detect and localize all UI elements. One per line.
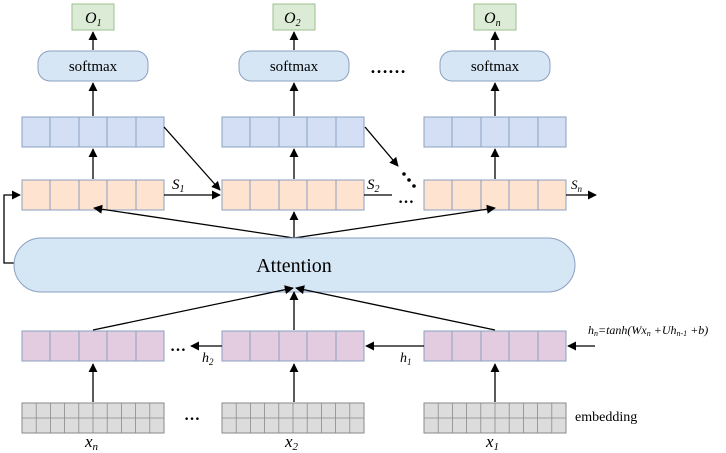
feedback-loop-arrow: [3, 190, 21, 264]
arrow-attention-to-orange-1: [93, 204, 295, 239]
top-ellipsis: ……: [370, 57, 406, 77]
embedding-grid-2: [221, 402, 365, 434]
embedding-ellipsis: …: [184, 407, 200, 424]
blue-row-2: [221, 116, 365, 148]
arrow-blue1-to-orange2: [163, 126, 221, 191]
softmax-label-2: softmax: [270, 59, 319, 75]
state-label-1: S1: [172, 177, 185, 195]
output-label-2: O2: [284, 10, 301, 29]
state-label-n: Sn: [571, 177, 583, 194]
output-box-2: O2: [272, 3, 316, 31]
orange-row-n: [423, 179, 567, 211]
embedding-label: embedding: [575, 410, 637, 425]
purple-row-n: [423, 330, 567, 362]
embedding-grid-1: [21, 402, 165, 434]
diag-dot-3: [412, 184, 416, 188]
output-box-1: O1: [71, 3, 115, 31]
arrow-blue2-diagonal: [364, 126, 399, 167]
blue-row-1: [21, 116, 165, 148]
embedding-grid-n: [423, 402, 567, 434]
state-label-2: S2: [367, 177, 380, 195]
hidden-label-1: h1: [400, 351, 412, 367]
hidden-ellipsis: …: [170, 338, 186, 355]
diag-dot-1: [402, 172, 406, 176]
output-label-1: O1: [85, 10, 102, 29]
attention-label: Attention: [256, 255, 332, 277]
input-label-1: x1: [485, 432, 499, 453]
softmax-label-1: softmax: [69, 59, 118, 75]
blue-row-n: [423, 116, 567, 148]
output-box-n: On: [473, 3, 517, 31]
attention-block: Attention: [13, 237, 576, 293]
diag-dot-2: [407, 178, 411, 182]
input-label-n: xn: [84, 432, 99, 453]
purple-row-2: [221, 330, 365, 362]
hidden-label-2: h2: [202, 351, 214, 367]
orange-row-2: [221, 179, 365, 211]
input-label-2: x2: [284, 432, 299, 453]
arrow-purple-n-to-attention: [295, 285, 496, 331]
state-ellipsis: …: [398, 190, 414, 207]
purple-row-1: [21, 330, 165, 362]
softmax-box-n: softmax: [439, 50, 551, 82]
output-label-n: On: [484, 10, 501, 29]
arrow-attention-to-orange-n: [293, 204, 496, 239]
softmax-box-2: softmax: [238, 50, 350, 82]
arrow-purple1-to-attention: [92, 285, 294, 331]
hidden-formula: hn=tanh(Wxn +Uhn-1 +b): [588, 323, 708, 338]
softmax-box-1: softmax: [37, 50, 149, 82]
softmax-label-n: softmax: [471, 59, 520, 75]
orange-row-1: [21, 179, 165, 211]
